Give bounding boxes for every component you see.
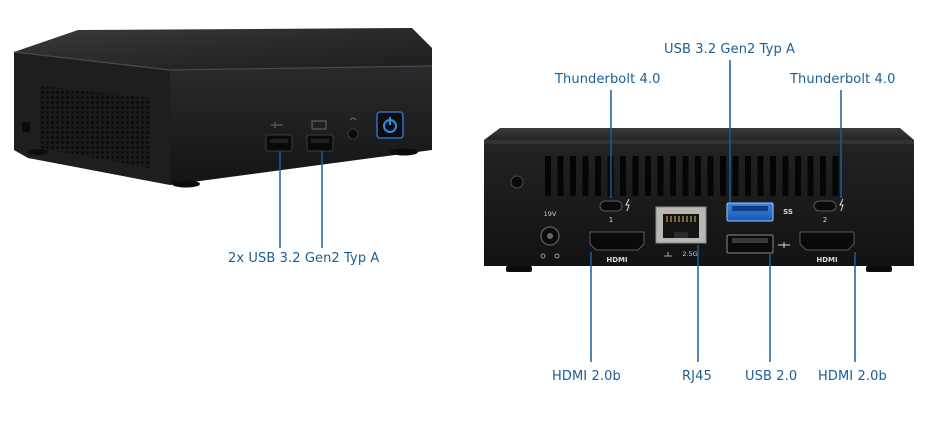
- vent-slot: [770, 156, 776, 196]
- vent-slot: [557, 156, 564, 196]
- vent-slot: [782, 156, 789, 196]
- vent-slot: [807, 156, 814, 196]
- vent-slot: [670, 156, 676, 196]
- rear-lock-icon: [510, 175, 524, 189]
- svg-text:2: 2: [823, 216, 827, 224]
- vent-slot: [720, 156, 726, 196]
- label-usb-rear-top: USB 3.2 Gen2 Typ A: [664, 42, 796, 57]
- label-rj45: RJ45: [682, 369, 712, 384]
- vent-slot: [820, 156, 826, 196]
- vent-slot: [657, 156, 664, 196]
- label-thunderbolt-right: Thunderbolt 4.0: [790, 72, 896, 87]
- label-hdmi-left: HDMI 2.0b: [552, 369, 621, 384]
- vent-slot: [545, 156, 551, 196]
- usb-3-port: SS: [726, 202, 793, 222]
- usb-icon: [778, 242, 790, 248]
- rj45-port: 2.5G: [655, 206, 707, 258]
- vent-slot: [682, 156, 689, 196]
- vent-slot: [757, 156, 764, 196]
- label-usb2: USB 2.0: [745, 369, 798, 384]
- vent-slot: [582, 156, 589, 196]
- svg-text:2.5G: 2.5G: [682, 250, 697, 258]
- vent-slot: [707, 156, 714, 196]
- svg-text:HDMI: HDMI: [816, 256, 837, 264]
- label-hdmi-right: HDMI 2.0b: [818, 369, 887, 384]
- network-icon: [664, 252, 672, 257]
- svg-text:HDMI: HDMI: [606, 256, 627, 264]
- dc-label: 19V: [544, 210, 557, 218]
- vent-slot: [745, 156, 751, 196]
- vent-slot: [595, 156, 601, 196]
- vent-slot: [645, 156, 651, 196]
- label-front-usb: 2x USB 3.2 Gen2 Typ A: [228, 251, 380, 266]
- side-vent-grille: [40, 86, 150, 168]
- vent-slot: [632, 156, 639, 196]
- front-device: [13, 28, 433, 188]
- hdmi-port-1: HDMI: [589, 231, 645, 264]
- vent-slot: [832, 156, 839, 196]
- rear-device: 19V 1 HDMI: [484, 128, 914, 272]
- thunderbolt-port-2: 2: [813, 198, 844, 224]
- svg-text:SS: SS: [783, 208, 793, 216]
- power-button: [376, 111, 404, 139]
- vent-slot: [732, 156, 739, 196]
- rear-vent-slots: [545, 156, 839, 196]
- thunderbolt-port-1: 1: [599, 198, 630, 224]
- thunderbolt-icon: [625, 198, 630, 212]
- vent-slot: [795, 156, 801, 196]
- dc-in-port: 19V: [540, 210, 560, 259]
- lock-slot-icon: [22, 122, 30, 132]
- thunderbolt-icon-2: [839, 198, 844, 212]
- usb-2-port: [726, 234, 790, 254]
- hdmi-port-2: HDMI: [799, 231, 855, 264]
- svg-text:1: 1: [609, 216, 613, 224]
- vent-slot: [695, 156, 701, 196]
- vent-slot: [570, 156, 576, 196]
- audio-jack: [347, 128, 359, 140]
- front-usb-port-1: [265, 122, 293, 152]
- label-thunderbolt-left: Thunderbolt 4.0: [555, 72, 661, 87]
- front-usb-port-2: [306, 120, 334, 152]
- vent-slot: [620, 156, 626, 196]
